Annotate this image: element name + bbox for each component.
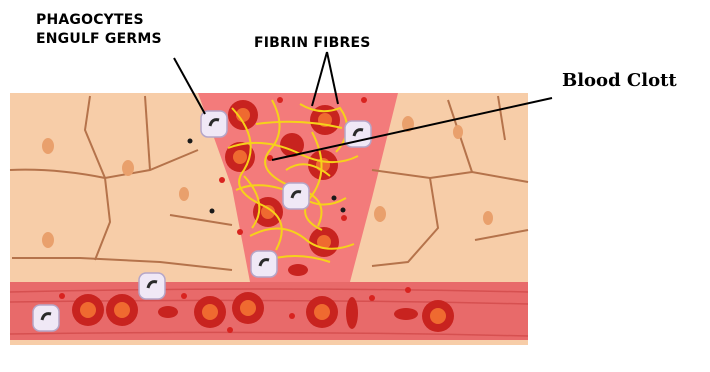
phagocytes-label-line2: ENGULF GERMS <box>36 30 162 49</box>
fibrin-label: FIBRIN FIBRES <box>254 34 371 53</box>
blood-clot-label: Blood Clott <box>562 70 677 91</box>
vessel-wall-bottom <box>10 340 528 345</box>
phagocytes-label: PHAGOCYTES ENGULF GERMS <box>36 11 162 49</box>
phagocytes-label-line1: PHAGOCYTES <box>36 11 162 30</box>
